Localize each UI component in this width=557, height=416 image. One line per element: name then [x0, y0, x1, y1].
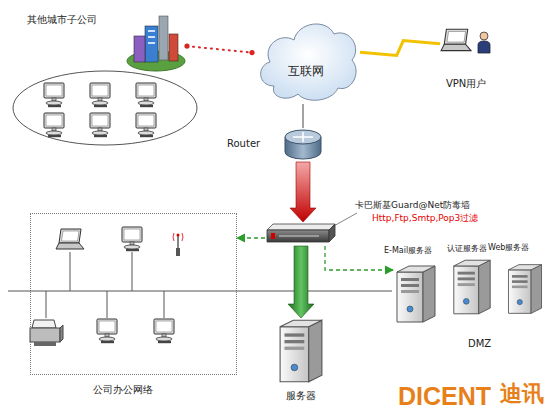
uplink [303, 104, 304, 128]
node-label: Router [227, 138, 260, 150]
drop-wire [107, 291, 108, 318]
branch-office: 其他城市子公司 [125, 14, 187, 72]
building-shape [127, 16, 185, 71]
router-shape [285, 130, 321, 159]
link-end-dot [249, 50, 254, 55]
office-printer [30, 320, 63, 346]
office-traffic-arrow [237, 237, 265, 238]
leader-line [332, 213, 357, 227]
vpn-link [360, 41, 440, 56]
router-icon [283, 128, 323, 162]
watermark: DICENT [398, 381, 491, 411]
branch-pc [90, 83, 110, 107]
office-pc [154, 319, 174, 343]
drop-wire [46, 291, 47, 318]
server-icon [393, 264, 439, 324]
inbound-arrow [290, 162, 316, 222]
cloud-shape [261, 24, 356, 100]
firewall-shape [267, 224, 335, 242]
firewall-icon [265, 222, 337, 246]
server-icon [275, 318, 327, 384]
server-icon [450, 258, 494, 316]
office-network: 公司办公网络 [30, 213, 237, 375]
link-end-dot [184, 44, 189, 49]
laptop-shape [441, 29, 471, 50]
inbound-arrow [290, 162, 316, 222]
server-shape [280, 320, 322, 382]
vpn-link [360, 41, 440, 56]
drop-wire [164, 291, 165, 318]
router: Router [283, 128, 323, 162]
office-pc [122, 227, 142, 251]
node-label: VPN用户 [446, 78, 486, 90]
branch-pc [136, 113, 156, 137]
server-shape [397, 266, 435, 322]
vpn-user: VPN用户 [440, 26, 492, 56]
wan-link [184, 44, 254, 56]
server: 服务器 [275, 318, 327, 384]
node-label: 互联网 [252, 64, 360, 78]
email-server: E-Mail服务器 [393, 264, 439, 324]
branch-pc [44, 113, 64, 137]
auth-server: 认证服务器 [450, 258, 494, 316]
cloud-icon [252, 12, 360, 104]
branch-pc [90, 113, 110, 137]
wireless-antenna [173, 233, 183, 256]
node-label: E-Mail服务器 [384, 246, 432, 256]
node-label: 卡巴斯基Guard@Net防毒墙 [355, 200, 470, 211]
wan-link [187, 46, 252, 53]
server-shape [508, 265, 541, 314]
node-label: 公司办公网络 [93, 384, 153, 396]
clean-traffic-arrow [288, 246, 314, 318]
branch-ellipse [13, 71, 197, 145]
web-server: Web服务器 [505, 262, 545, 316]
server-shape [454, 260, 490, 314]
drop-wire [70, 252, 71, 291]
building-icon [125, 14, 187, 72]
network-bus [8, 290, 392, 291]
dmz-traffic-arrow [325, 246, 393, 270]
dmz-traffic-arrow [325, 246, 393, 270]
node-label: 认证服务器 [447, 244, 487, 254]
uplink [302, 104, 303, 128]
office-pc [97, 319, 117, 343]
antivirus-firewall: 卡巴斯基Guard@Net防毒墙Http,Ftp,Smtp,Pop3过滤 [265, 222, 337, 246]
node-label: 其他城市子公司 [27, 14, 97, 26]
laptop-icon [440, 28, 472, 54]
office-traffic-arrow [237, 238, 265, 239]
branch-pc [44, 83, 64, 107]
person-shape [478, 32, 490, 53]
internet-cloud: 互联网 [252, 12, 360, 104]
node-label: Http,Ftp,Smtp,Pop3过滤 [372, 213, 478, 224]
node-label: Web服务器 [488, 243, 529, 253]
drop-wire [132, 252, 133, 291]
clean-traffic-arrow [288, 246, 314, 318]
person-icon [477, 30, 491, 54]
node-label: 服务器 [275, 390, 327, 402]
watermark: 迪讯 [500, 381, 544, 407]
server-icon [505, 262, 545, 316]
branch-pc [136, 83, 156, 107]
zone-label: DMZ [468, 338, 491, 350]
office-laptop [56, 229, 84, 249]
